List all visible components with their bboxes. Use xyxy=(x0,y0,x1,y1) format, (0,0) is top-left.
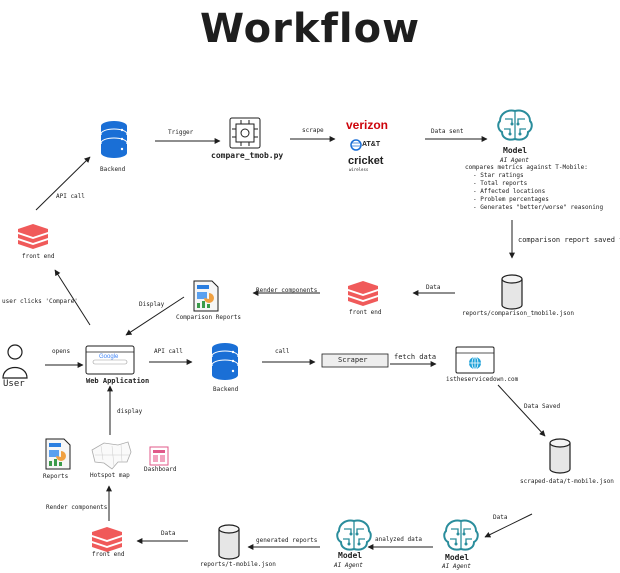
cricket-logo: cricket xyxy=(348,155,384,167)
front-end-bottom-label: front end xyxy=(92,551,125,558)
compare-script-label: compare_tmob.py xyxy=(211,151,284,160)
edge-label-user-clicks: user clicks 'Compare' xyxy=(2,298,78,305)
document-icon xyxy=(193,280,219,312)
website-icon xyxy=(455,346,495,374)
model-bottom-mid-label: Model xyxy=(338,551,363,560)
edge-label-api-call-mid: API call xyxy=(154,348,183,355)
backend-mid-label: Backend xyxy=(213,386,239,393)
edge-label-data-top: Data xyxy=(426,284,441,291)
page-title: Workflow xyxy=(199,6,421,52)
dashboard-icon xyxy=(149,446,169,466)
edge-label-display-top: Display xyxy=(139,301,165,308)
model-notes-item: - Problem percentages xyxy=(473,196,549,203)
front-end-left-label: front end xyxy=(22,253,55,260)
database-icon xyxy=(100,120,128,159)
model-notes-item: - Total reports xyxy=(473,180,528,187)
database-icon xyxy=(211,342,239,381)
python-script-icon xyxy=(229,117,261,149)
backend-top-label: Backend xyxy=(100,166,126,173)
cylinder-icon xyxy=(501,274,523,310)
brain-icon xyxy=(497,109,533,141)
edge-label-call: call xyxy=(275,348,290,355)
edge-label-render-top: Render components xyxy=(256,287,318,294)
model-notes-item: - Affected locations xyxy=(473,188,546,195)
layers-icon xyxy=(348,281,378,306)
comparison-json-label: reports/comparison_tmobile.json xyxy=(462,310,574,317)
edge-label-fetch-data: fetch data xyxy=(394,353,437,361)
edge-label-data-saved: Data Saved xyxy=(524,403,561,410)
model-notes-item: - Star ratings xyxy=(473,172,524,179)
front-end-mid-label: front end xyxy=(349,309,382,316)
verizon-logo: verizon xyxy=(346,118,389,132)
edge-data-bottom-right xyxy=(484,513,533,538)
cricket-logo-sub: wireless xyxy=(349,167,369,172)
model-bottom-mid-sublabel: AI Agent xyxy=(334,562,363,569)
comparison-reports-label: Comparison Reports xyxy=(176,314,242,321)
scraper-label: Scraper xyxy=(338,356,368,364)
scraped-json-label: scraped-data/t-mobile.json xyxy=(520,478,614,485)
layers-icon xyxy=(18,224,48,249)
layers-icon xyxy=(92,527,122,552)
browser-icon xyxy=(85,345,135,375)
model-notes-item: - Generates "better/worse" reasoning xyxy=(473,204,604,211)
edge-label-api-call-left: API call xyxy=(56,193,85,200)
model-bottom-right-label: Model xyxy=(445,553,470,562)
dashboard-label: Dashboard xyxy=(144,466,177,473)
map-icon xyxy=(91,441,132,470)
edge-label-data-bottom-left: Data xyxy=(161,530,176,537)
user-label: User xyxy=(3,379,25,389)
model-top-label: Model xyxy=(503,146,528,155)
brain-icon xyxy=(336,519,372,551)
edge-label-generated-reports: generated reports xyxy=(256,537,318,544)
reports-json-label: reports/t-mobile.json xyxy=(200,561,276,568)
edge-data-saved xyxy=(497,384,546,437)
model-bottom-right-sublabel: AI Agent xyxy=(442,563,471,570)
hotspot-map-label: Hotspot map xyxy=(90,472,130,479)
document-icon xyxy=(45,438,71,470)
brain-icon xyxy=(443,519,479,551)
edge-label-trigger: Trigger xyxy=(168,129,194,136)
att-logo-label: AT&T xyxy=(362,141,381,148)
edge-label-analyzed-data: analyzed data xyxy=(375,536,422,543)
edge-label-render-bottom: Render components xyxy=(46,504,108,511)
edge-label-opens: opens xyxy=(52,348,71,355)
edge-label-comparison-saved: comparison report saved to xyxy=(518,236,620,244)
user-icon xyxy=(2,344,28,379)
edge-user-clicks xyxy=(54,269,91,326)
att-logo-icon xyxy=(350,139,362,151)
edge-label-data-sent: Data sent xyxy=(431,128,464,135)
reports-label: Reports xyxy=(43,473,69,480)
scraper-box xyxy=(321,353,389,368)
edge-label-display-bottom: display xyxy=(117,408,143,415)
site-label: istheservicedown.com xyxy=(446,376,519,383)
model-notes: compares metrics against T-Mobile: - Sta… xyxy=(465,164,603,212)
edge-label-data-bottom-right: Data xyxy=(493,514,508,521)
edge-api-call-left xyxy=(35,156,91,211)
edge-display-top xyxy=(125,296,185,336)
edge-label-scrape: scrape xyxy=(302,127,324,134)
web-application-label: Web Application xyxy=(86,377,150,385)
search-brand-label: Google xyxy=(99,354,119,360)
model-notes-heading: compares metrics against T-Mobile: xyxy=(465,164,588,171)
cylinder-icon xyxy=(549,438,571,474)
edge-lines xyxy=(35,136,546,550)
model-top-sublabel: AI Agent xyxy=(500,157,529,164)
cylinder-icon xyxy=(218,524,240,560)
